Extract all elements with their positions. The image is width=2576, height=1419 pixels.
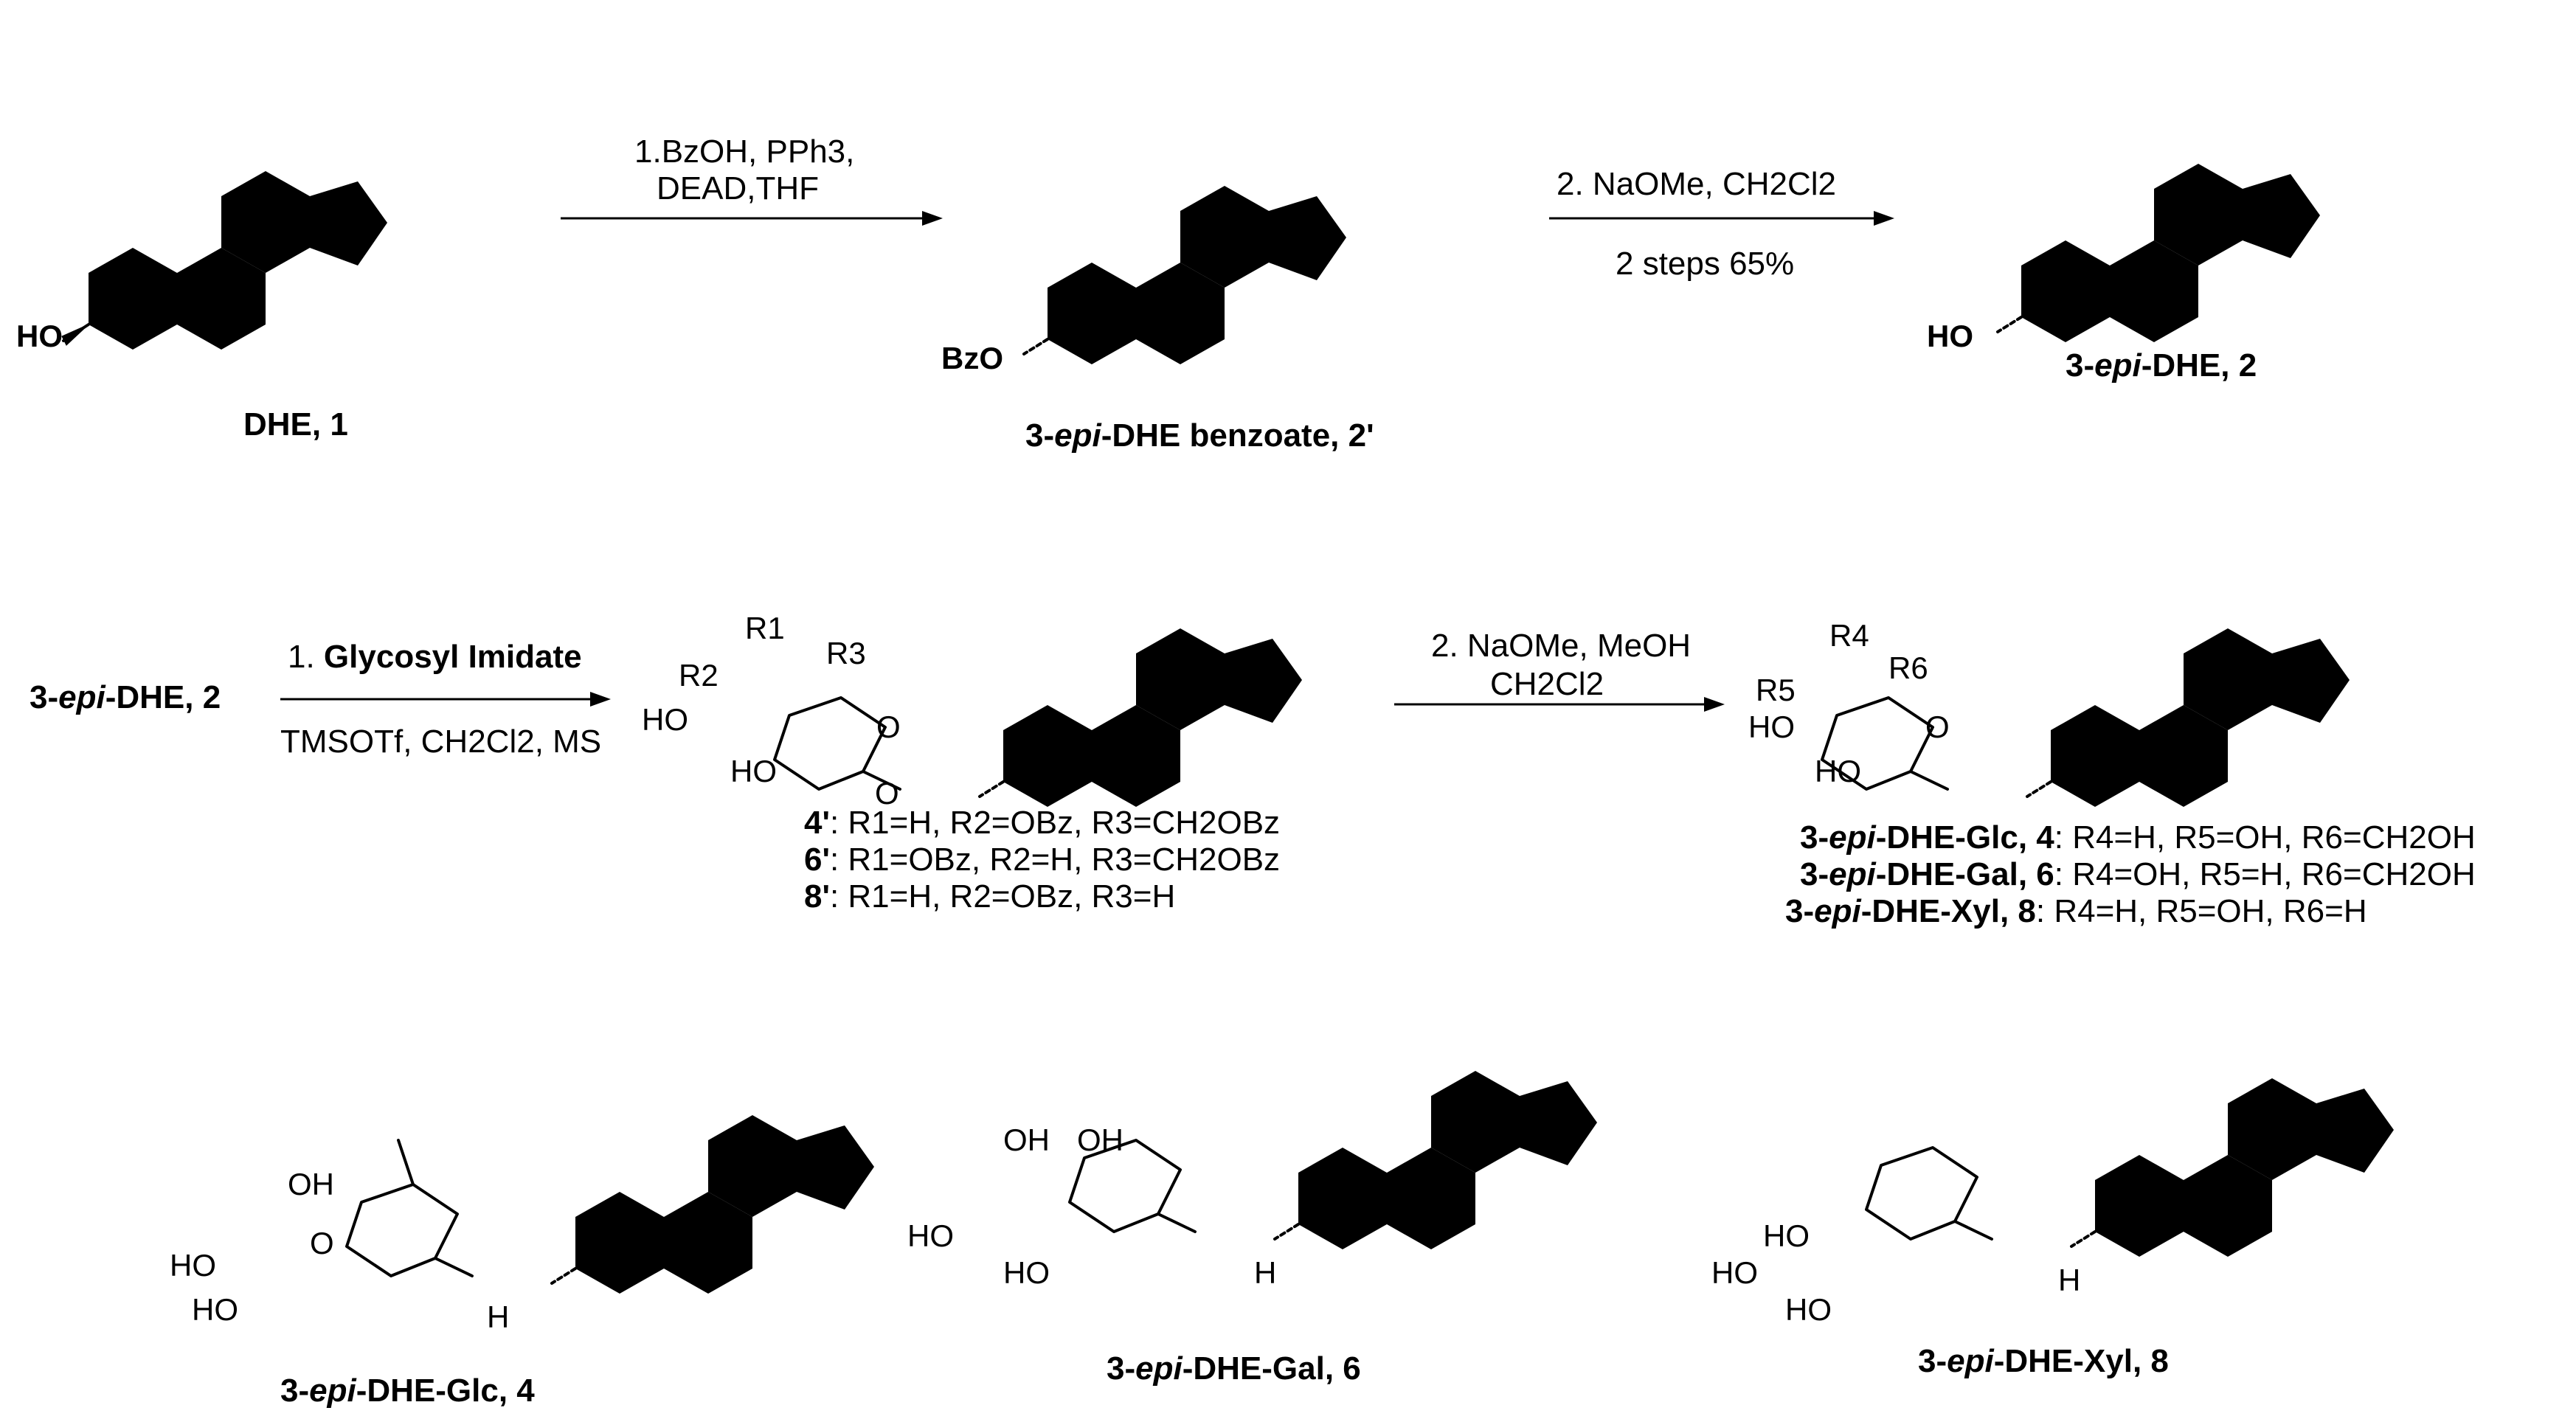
condition-glyco-line1: 1. Glycosyl Imidate [288, 639, 582, 675]
o-link-protected: O [875, 776, 899, 811]
structure-epi-dhe [1996, 87, 2516, 342]
o-ring-protected: O [876, 710, 901, 744]
label-dhe: DHE, 1 [243, 406, 348, 443]
structure-gal [1068, 994, 1793, 1249]
condition-step2-line2: 2 steps 65% [1616, 246, 1794, 282]
ho3-label-xyl: HO [1785, 1292, 1832, 1327]
r5-label: R5 [1756, 673, 1796, 707]
h-label-protected: H [1040, 732, 1062, 766]
ho-label-protected: HO [642, 702, 688, 737]
svg-text:8': R1=H, R2=OBz, R3=H: 8': R1=H, R2=OBz, R3=H [804, 878, 1175, 915]
legend-final: 3-epi-DHE-Glc, 4: R4=H, R5=OH, R6=CH2OH … [1785, 819, 2476, 929]
condition-deprot-line2: CH2Cl2 [1490, 666, 1604, 702]
svg-text:3-epi-DHE-Gal, 6: R4=OH, R5=H,: 3-epi-DHE-Gal, 6: R4=OH, R5=H, R6=CH2OH [1800, 856, 2476, 892]
r4-label: R4 [1829, 618, 1869, 653]
arrow-step1 [561, 211, 943, 226]
ho2-label-xyl: HO [1711, 1255, 1758, 1290]
condition-deprot-line1: 2. NaOMe, MeOH [1431, 628, 1691, 664]
oh2-label-gal: OH [1077, 1123, 1123, 1157]
svg-text:6': R1=OBz, R2=H, R3=CH2OBz: 6': R1=OBz, R2=H, R3=CH2OBz [804, 842, 1280, 878]
h-label-gal: H [1254, 1255, 1276, 1290]
label-benzoate: 3-epi-DHE benzoate, 2' [1025, 417, 1374, 454]
ho2-label-protected: HO [730, 754, 777, 788]
structure-xyl [1865, 1002, 2576, 1257]
svg-text:4': R1=H, R2=OBz, R3=CH2OBz: 4': R1=H, R2=OBz, R3=CH2OBz [804, 805, 1280, 841]
ho-label-glc: HO [170, 1248, 216, 1283]
ho-label-final: HO [1748, 710, 1795, 744]
ho2-label-gal: HO [1003, 1255, 1050, 1290]
structure-protected-glycoside [773, 552, 1498, 807]
label-gal: 3-epi-DHE-Gal, 6 [1107, 1350, 1361, 1387]
condition-glyco-line2: TMSOTf, CH2Cl2, MS [280, 724, 601, 760]
legend-protected: 4': R1=H, R2=OBz, R3=CH2OBz 6': R1=OBz, … [804, 805, 1280, 915]
ho-label-epi-dhe: HO [1927, 319, 1973, 353]
h-label-xyl: H [2058, 1263, 2080, 1297]
condition-step2-line1: 2. NaOMe, CH2Cl2 [1557, 166, 1836, 202]
structure-glc [345, 1038, 1070, 1294]
condition-step1-line2: DEAD,THF [657, 170, 819, 207]
arrow-deprotection [1394, 697, 1725, 712]
label-xyl: 3-epi-DHE-Xyl, 8 [1918, 1343, 2169, 1379]
oh-label-gal: OH [1003, 1123, 1050, 1157]
ho-label-gal: HO [907, 1218, 954, 1253]
structure-final-glycoside [1821, 552, 2545, 807]
bzo-label: BzO [941, 341, 1003, 375]
ho2-label-final: HO [1815, 754, 1861, 788]
svg-text:3-epi-DHE-Xyl, 8: R4=H, R5=OH,: 3-epi-DHE-Xyl, 8: R4=H, R5=OH, R6=H [1785, 893, 2367, 929]
h-label-glc: H [487, 1300, 509, 1334]
svg-text:3-epi-DHE-Glc, 4: R4=H, R5=OH,: 3-epi-DHE-Glc, 4: R4=H, R5=OH, R6=CH2OH [1800, 819, 2476, 856]
ho-label-dhe: HO [16, 319, 63, 353]
ho2-label-glc: HO [192, 1292, 238, 1327]
r2-label: R2 [679, 658, 719, 693]
condition-step1-line1: 1.BzOH, PPh3, [634, 133, 854, 170]
r1-label: R1 [745, 611, 785, 645]
label-start-epi-dhe: 3-epi-DHE, 2 [30, 679, 221, 715]
o-ring-glc: O [310, 1226, 334, 1260]
label-epi-dhe: 3-epi-DHE, 2 [2066, 347, 2257, 384]
arrow-glycosylation [280, 692, 611, 707]
structure-benzoate [1022, 109, 1542, 364]
r6-label: R6 [1888, 650, 1928, 685]
oh-label-glc: OH [288, 1167, 334, 1201]
r3-label: R3 [826, 636, 866, 670]
ho-label-xyl: HO [1763, 1218, 1810, 1253]
structure-dhe [61, 94, 583, 350]
label-glc: 3-epi-DHE-Glc, 4 [280, 1373, 535, 1409]
o-ring-final: O [1925, 710, 1950, 744]
arrow-step2 [1549, 211, 1894, 226]
